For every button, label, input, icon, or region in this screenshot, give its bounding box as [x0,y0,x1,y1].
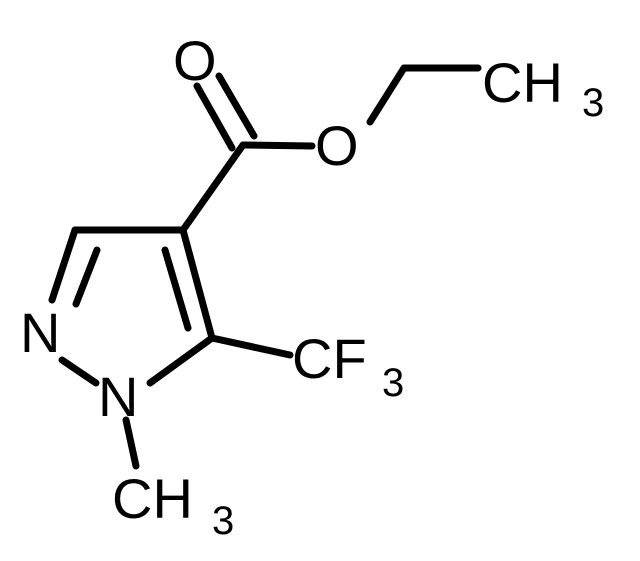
atom-carbonyl-oxygen: O [173,29,217,92]
bond-ester-o-ch2 [366,64,408,126]
bond-carbonyl-double-a [193,82,236,152]
cf3-main: CF [292,327,367,390]
atom-labels: O O CH 3 N N CF 3 CH 3 [20,29,604,543]
bond-carbonyl-double-b [215,72,258,140]
group-ethyl-ch3: CH 3 [482,51,604,125]
ethyl-ch3-subscript: 3 [582,81,604,125]
bonds [48,64,482,470]
bond-c4-carbonyl [179,141,247,234]
bond-c-ester-o [239,141,316,150]
bond-c5-c4-b [161,246,192,332]
n-methyl-main: CH [112,467,193,530]
atom-ring-n1: N [98,365,138,428]
bond-c5-cf3 [208,334,294,359]
bond-c3-n2-b [72,246,101,308]
group-cf3: CF 3 [292,327,404,405]
atom-ring-n2: N [20,301,60,364]
n-methyl-subscript: 3 [212,499,234,543]
bond-n1-c5 [146,334,216,387]
cf3-subscript: 3 [382,361,404,405]
bond-c5-c4-a [179,226,216,342]
group-n-methyl: CH 3 [112,467,234,543]
ethyl-ch3-main: CH [482,51,563,114]
bond-n1-methyl [122,416,140,470]
bond-n2-n1 [58,356,100,387]
atom-ester-oxygen: O [315,114,359,177]
bond-c3-n2-a [48,226,79,304]
